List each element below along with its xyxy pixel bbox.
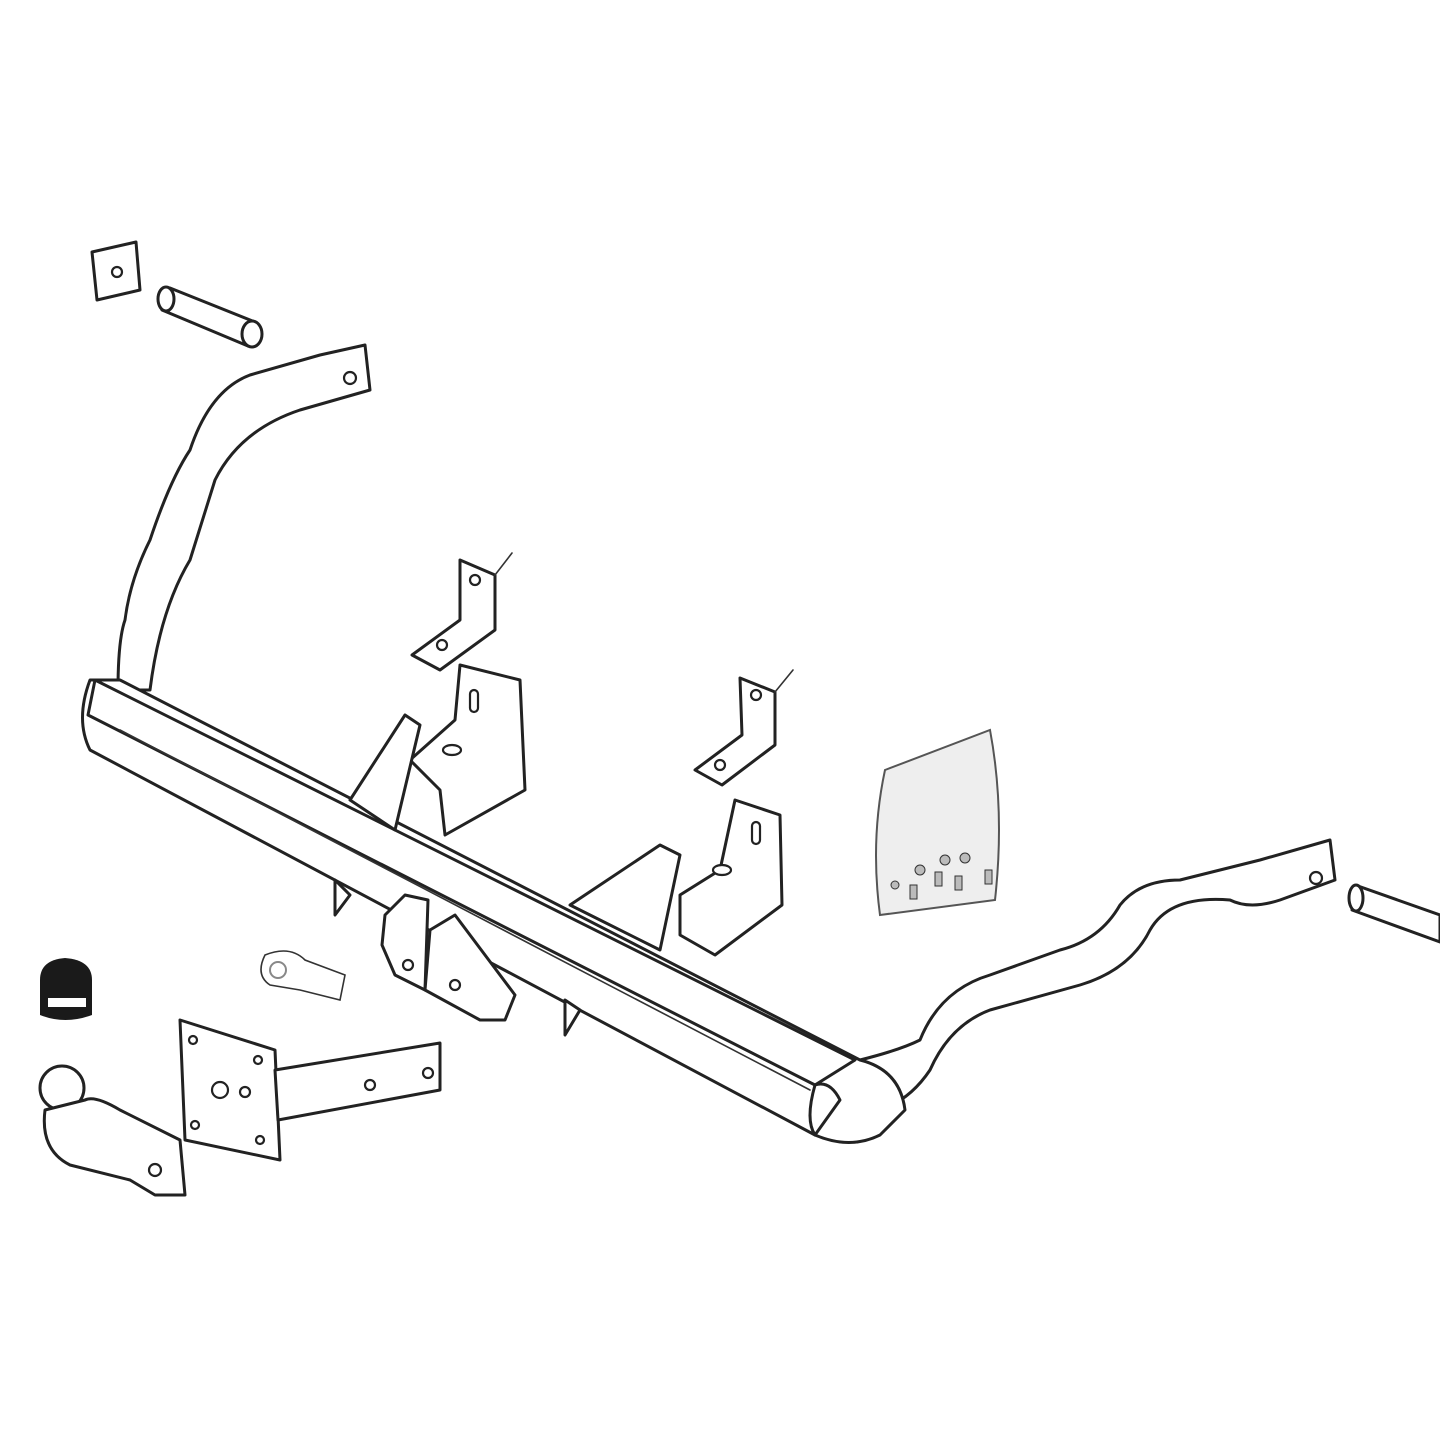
square-washer [90,240,142,302]
electrical-clip [260,950,346,1001]
mid-right-bracket [568,798,784,957]
socket-cap [40,958,92,1020]
right-side-arm [858,838,1337,1112]
lower-center-brackets [333,878,582,1037]
tow-ball [38,1064,187,1197]
fixing-kit-bag [875,728,1000,917]
ball-mount-plate [178,1018,442,1162]
mid-left-bracket [348,663,527,837]
upper-left-bracket [410,552,513,672]
tow-bar-crossmember [81,678,907,1144]
left-side-arm [116,343,372,692]
upper-right-bracket [693,669,794,787]
right-spacer-tube [1347,883,1440,944]
left-spacer-tube [156,285,264,349]
